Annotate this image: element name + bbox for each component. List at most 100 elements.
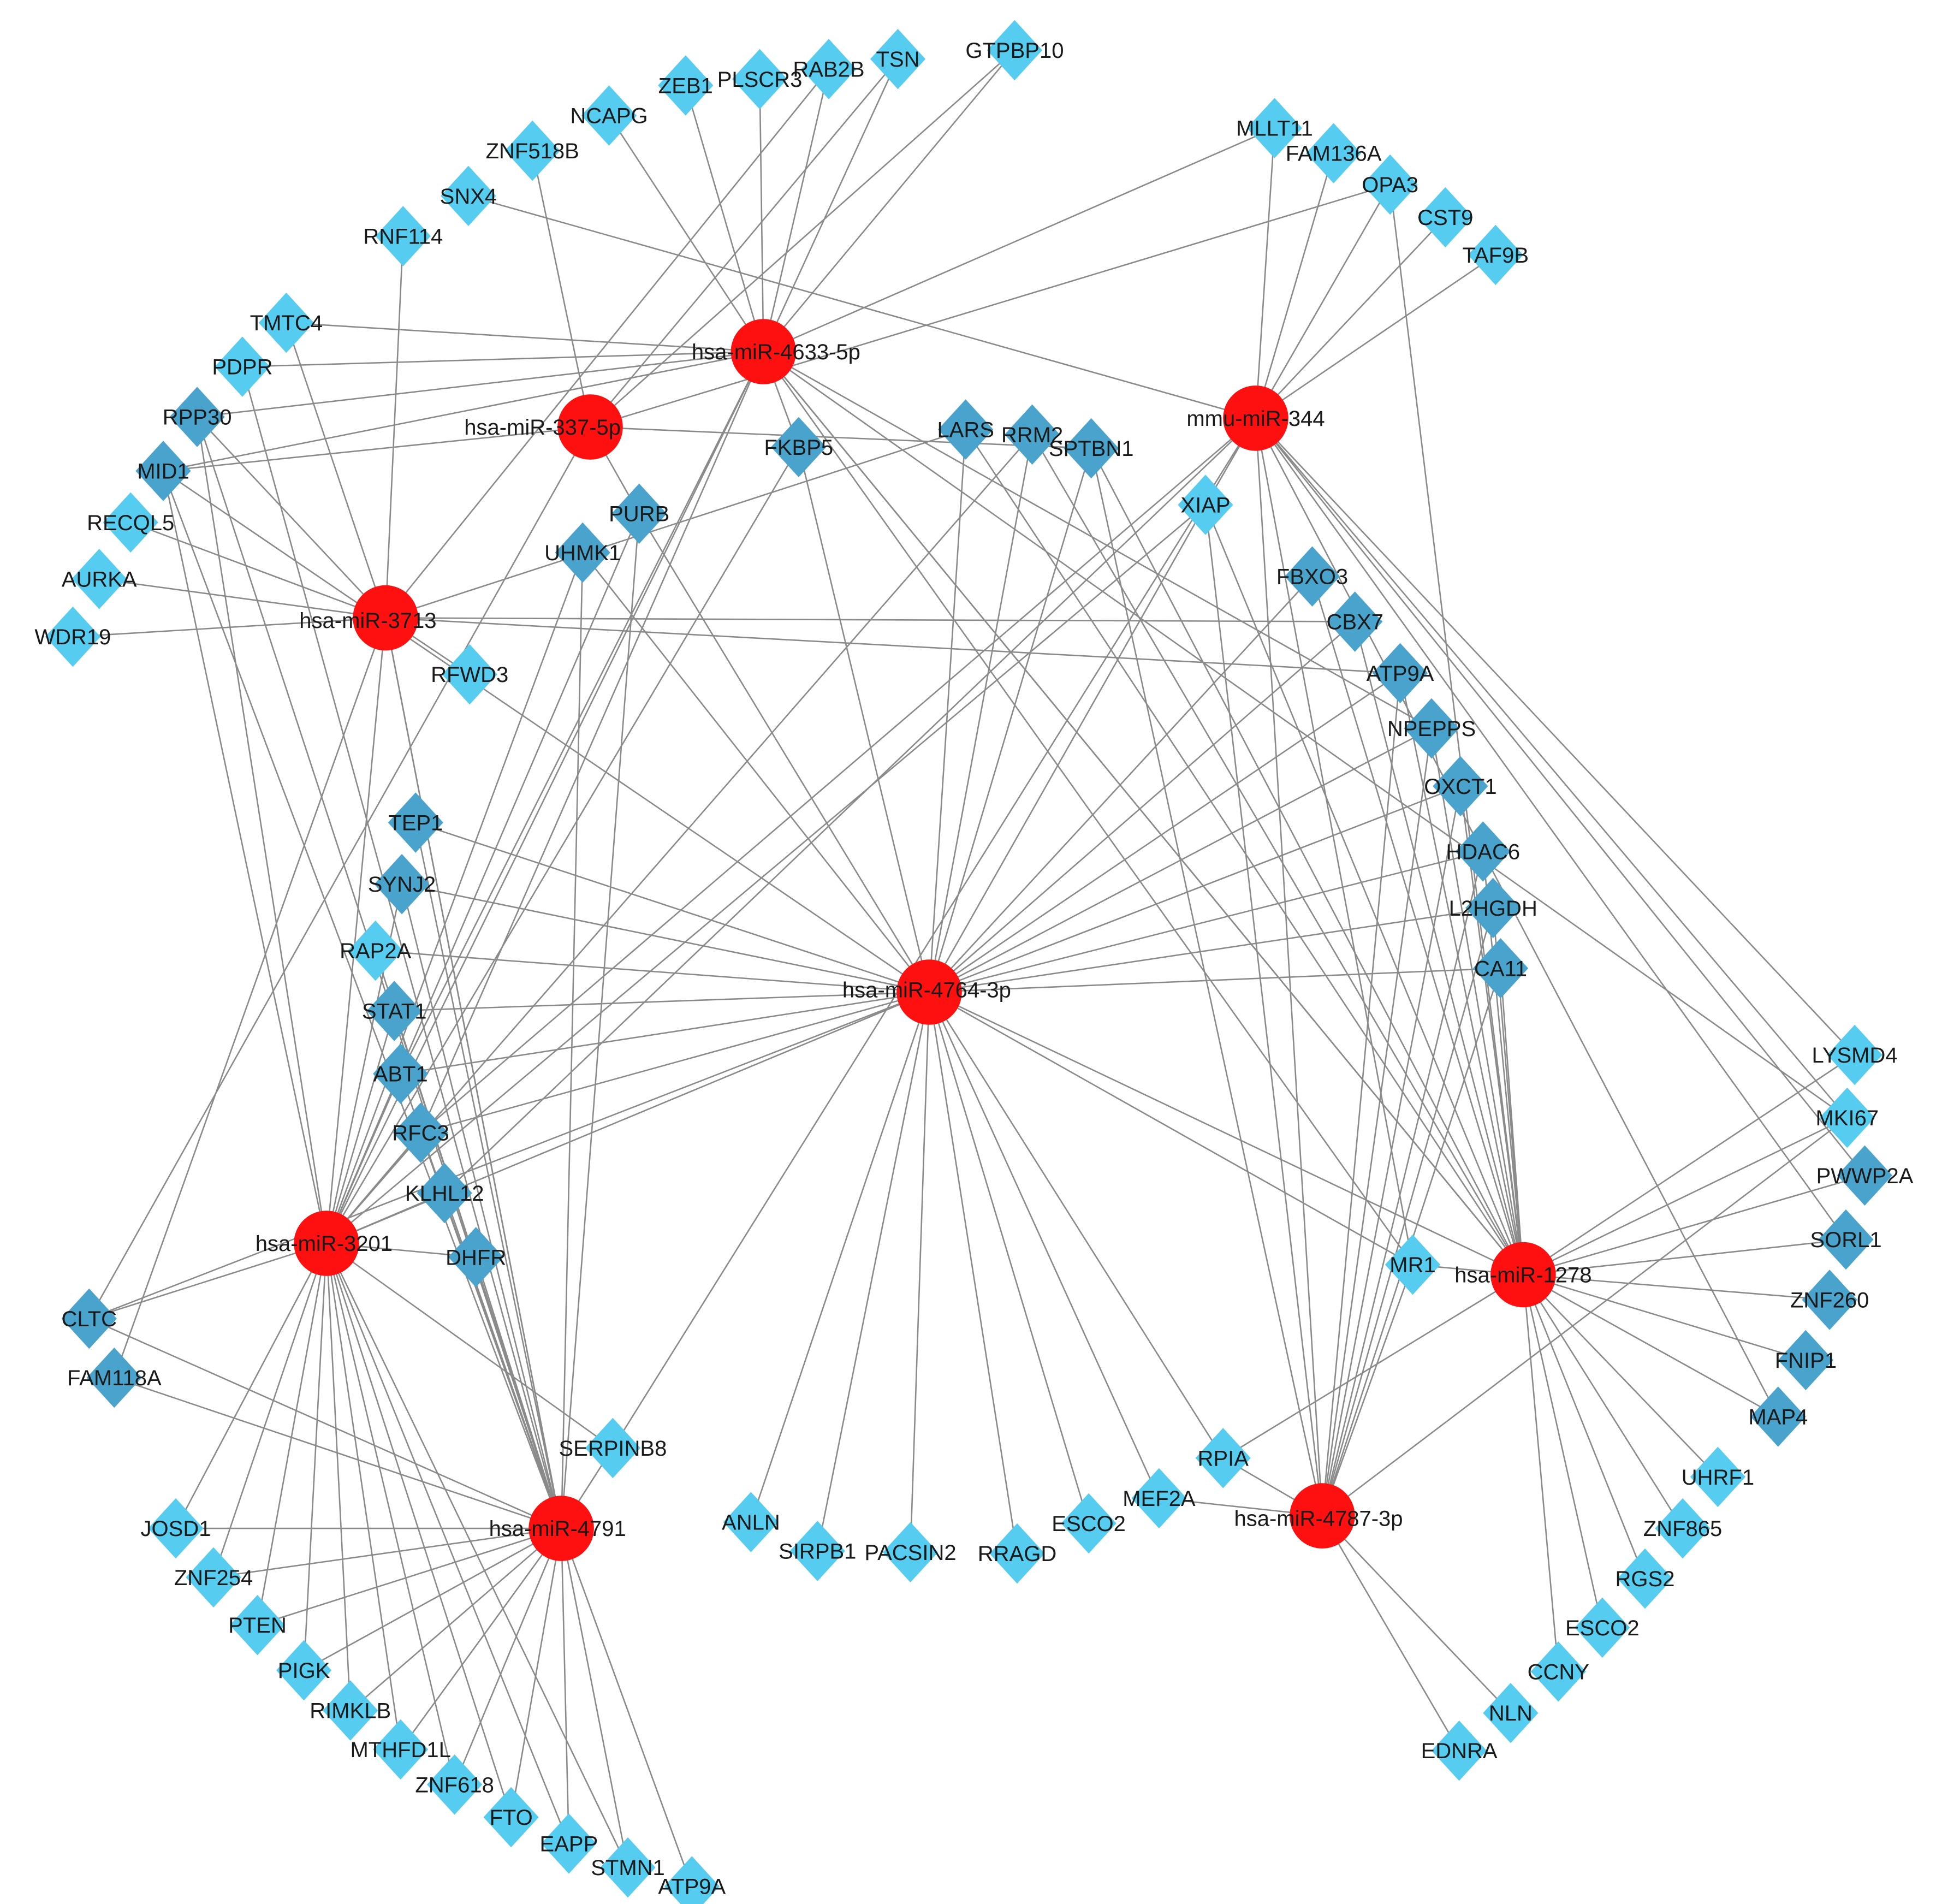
gene-node-wdr19[interactable]: WDR19 bbox=[34, 606, 111, 667]
gene-node-ednra[interactable]: EDNRA bbox=[1421, 1721, 1498, 1781]
gene-node-znf254[interactable]: ZNF254 bbox=[174, 1547, 253, 1608]
gene-node-cltc[interactable]: CLTC bbox=[62, 1288, 117, 1349]
gene-node-oxct1[interactable]: OXCT1 bbox=[1424, 756, 1497, 816]
gene-node-mid1[interactable]: MID1 bbox=[135, 441, 191, 501]
gene-node-esco2_mid[interactable]: ESCO2 bbox=[1052, 1493, 1126, 1554]
gene-node-fnip1[interactable]: FNIP1 bbox=[1775, 1330, 1837, 1391]
gene-node-dhfr[interactable]: DHFR bbox=[446, 1227, 506, 1288]
gene-node-atp9a_bot[interactable]: ATP9A bbox=[658, 1856, 726, 1904]
gene-node-stat1[interactable]: STAT1 bbox=[362, 981, 427, 1041]
mirna-label: hsa-miR-337-5p bbox=[464, 416, 621, 440]
gene-node-l2hgdh[interactable]: L2HGDH bbox=[1449, 877, 1537, 939]
mirna-node-m344[interactable]: mmu-miR-344 bbox=[1186, 385, 1325, 451]
gene-node-tep1[interactable]: TEP1 bbox=[388, 792, 443, 853]
gene-node-nln[interactable]: NLN bbox=[1483, 1683, 1539, 1743]
gene-node-rpia[interactable]: RPIA bbox=[1195, 1428, 1251, 1488]
gene-node-cst9[interactable]: CST9 bbox=[1417, 187, 1473, 248]
gene-node-mthfd1l[interactable]: MTHFD1L bbox=[350, 1719, 451, 1780]
gene-node-pigk[interactable]: PIGK bbox=[276, 1640, 332, 1701]
gene-node-ncapg[interactable]: NCAPG bbox=[570, 85, 648, 146]
gene-node-sptbn1[interactable]: SPTBN1 bbox=[1049, 418, 1134, 479]
gene-node-ca11[interactable]: CA11 bbox=[1472, 938, 1529, 999]
gene-node-rragd[interactable]: RRAGD bbox=[978, 1523, 1056, 1584]
edge-m1278-LARS bbox=[965, 429, 1524, 1276]
gene-node-eapp[interactable]: EAPP bbox=[540, 1813, 598, 1874]
gene-node-mef2a[interactable]: MEF2A bbox=[1123, 1468, 1196, 1529]
gene-node-rgs2[interactable]: RGS2 bbox=[1616, 1548, 1675, 1609]
gene-node-rfwd3[interactable]: RFWD3 bbox=[431, 644, 508, 705]
gene-node-purb[interactable]: PURB bbox=[609, 483, 669, 544]
gene-node-fto[interactable]: FTO bbox=[483, 1787, 539, 1848]
gene-node-gtpbp10[interactable]: GTPBP10 bbox=[965, 20, 1064, 81]
gene-node-stmn1[interactable]: STMN1 bbox=[591, 1837, 665, 1898]
mirna-node-m4787[interactable]: hsa-miR-4787-3p bbox=[1234, 1483, 1403, 1549]
edge-m4633-RAB2B bbox=[763, 69, 830, 352]
gene-node-fkbp5[interactable]: FKBP5 bbox=[764, 417, 833, 477]
gene-node-rimklb[interactable]: RIMKLB bbox=[310, 1680, 391, 1741]
gene-node-aurka[interactable]: AURKA bbox=[62, 549, 137, 609]
edge-m4633-ABT1 bbox=[400, 351, 764, 1075]
gene-node-anln[interactable]: ANLN bbox=[722, 1492, 780, 1552]
gene-node-rab2b[interactable]: RAB2B bbox=[793, 39, 865, 99]
mirna-node-m3713[interactable]: hsa-miR-3713 bbox=[299, 585, 437, 651]
gene-node-atp9a_top[interactable]: ATP9A bbox=[1367, 643, 1434, 703]
gene-node-znf865[interactable]: ZNF865 bbox=[1643, 1498, 1723, 1559]
gene-node-fam136a[interactable]: FAM136A bbox=[1286, 123, 1382, 183]
gene-node-synj2[interactable]: SYNJ2 bbox=[368, 854, 436, 915]
gene-label: RECQL5 bbox=[87, 511, 174, 535]
gene-diamond bbox=[103, 492, 158, 553]
gene-node-hdac6[interactable]: HDAC6 bbox=[1446, 821, 1521, 882]
gene-node-fbxo3[interactable]: FBXO3 bbox=[1276, 546, 1348, 607]
gene-node-esco2_right[interactable]: ESCO2 bbox=[1565, 1597, 1640, 1658]
gene-node-serpinb8[interactable]: SERPINB8 bbox=[559, 1417, 667, 1479]
gene-node-znf518b[interactable]: ZNF518B bbox=[486, 120, 579, 181]
gene-node-tmtc4[interactable]: TMTC4 bbox=[250, 292, 323, 353]
edge-m3201-PURB bbox=[325, 513, 640, 1244]
edge-m1278-UHRF1 bbox=[1522, 1274, 1719, 1478]
gene-node-fam118a[interactable]: FAM118A bbox=[67, 1347, 162, 1408]
mirna-node-m1278[interactable]: hsa-miR-1278 bbox=[1454, 1242, 1592, 1308]
gene-node-snx4[interactable]: SNX4 bbox=[440, 165, 497, 226]
gene-node-pwwp2a[interactable]: PWWP2A bbox=[1816, 1145, 1914, 1206]
gene-node-xiap[interactable]: XIAP bbox=[1178, 474, 1233, 535]
gene-node-mki67[interactable]: MKI67 bbox=[1815, 1087, 1879, 1148]
gene-node-map4[interactable]: MAP4 bbox=[1748, 1386, 1808, 1447]
gene-node-rnf114[interactable]: RNF114 bbox=[363, 206, 443, 266]
gene-node-pdpr[interactable]: PDPR bbox=[212, 336, 272, 397]
gene-node-sorl1[interactable]: SORL1 bbox=[1810, 1209, 1882, 1270]
gene-node-cbx7[interactable]: CBX7 bbox=[1326, 591, 1383, 652]
gene-node-pacsin2[interactable]: PACSIN2 bbox=[864, 1522, 957, 1582]
gene-node-mllt11[interactable]: MLLT11 bbox=[1236, 98, 1313, 158]
gene-node-uhmk1[interactable]: UHMK1 bbox=[544, 522, 621, 583]
edge-m1278-SORL1 bbox=[1523, 1238, 1846, 1276]
mirna-node-m337[interactable]: hsa-miR-337-5p bbox=[464, 394, 623, 460]
gene-node-zeb1[interactable]: ZEB1 bbox=[658, 55, 714, 116]
gene-node-rfc3[interactable]: RFC3 bbox=[392, 1102, 449, 1163]
gene-node-rrm2[interactable]: RRM2 bbox=[1001, 404, 1063, 465]
gene-node-tsn[interactable]: TSN bbox=[870, 28, 926, 90]
gene-node-taf9b[interactable]: TAF9B bbox=[1463, 224, 1529, 286]
gene-node-znf260[interactable]: ZNF260 bbox=[1790, 1270, 1869, 1330]
mirna-node-m4764[interactable]: hsa-miR-4764-3p bbox=[842, 959, 1011, 1025]
gene-node-rpp30[interactable]: RPP30 bbox=[163, 387, 232, 447]
gene-node-mr1[interactable]: MR1 bbox=[1385, 1234, 1441, 1295]
gene-node-uhrf1[interactable]: UHRF1 bbox=[1682, 1446, 1754, 1507]
gene-node-abt1[interactable]: ABT1 bbox=[373, 1043, 429, 1104]
gene-node-plscr3[interactable]: PLSCR3 bbox=[717, 49, 803, 110]
gene-node-sirpb1[interactable]: SIRPB1 bbox=[779, 1521, 856, 1581]
gene-node-opa3[interactable]: OPA3 bbox=[1362, 154, 1418, 215]
gene-node-recql5[interactable]: RECQL5 bbox=[87, 492, 174, 553]
gene-node-lysmd4[interactable]: LYSMD4 bbox=[1812, 1024, 1898, 1086]
mirna-circle bbox=[731, 319, 797, 384]
mirna-node-m3201[interactable]: hsa-miR-3201 bbox=[256, 1211, 393, 1276]
mirna-node-m4791[interactable]: hsa-miR-4791 bbox=[489, 1496, 626, 1561]
mirna-node-m4633[interactable]: hsa-miR-4633-5p bbox=[692, 319, 860, 384]
gene-node-klhl12[interactable]: KLHL12 bbox=[405, 1162, 484, 1224]
gene-node-lars[interactable]: LARS bbox=[937, 399, 994, 460]
gene-node-pten[interactable]: PTEN bbox=[228, 1595, 287, 1656]
gene-node-npepps[interactable]: NPEPPS bbox=[1387, 698, 1476, 759]
gene-node-ccny[interactable]: CCNY bbox=[1528, 1641, 1589, 1702]
gene-node-josd1[interactable]: JOSD1 bbox=[141, 1498, 211, 1559]
gene-node-rap2a[interactable]: RAP2A bbox=[340, 920, 412, 981]
gene-node-znf618[interactable]: ZNF618 bbox=[415, 1754, 494, 1815]
